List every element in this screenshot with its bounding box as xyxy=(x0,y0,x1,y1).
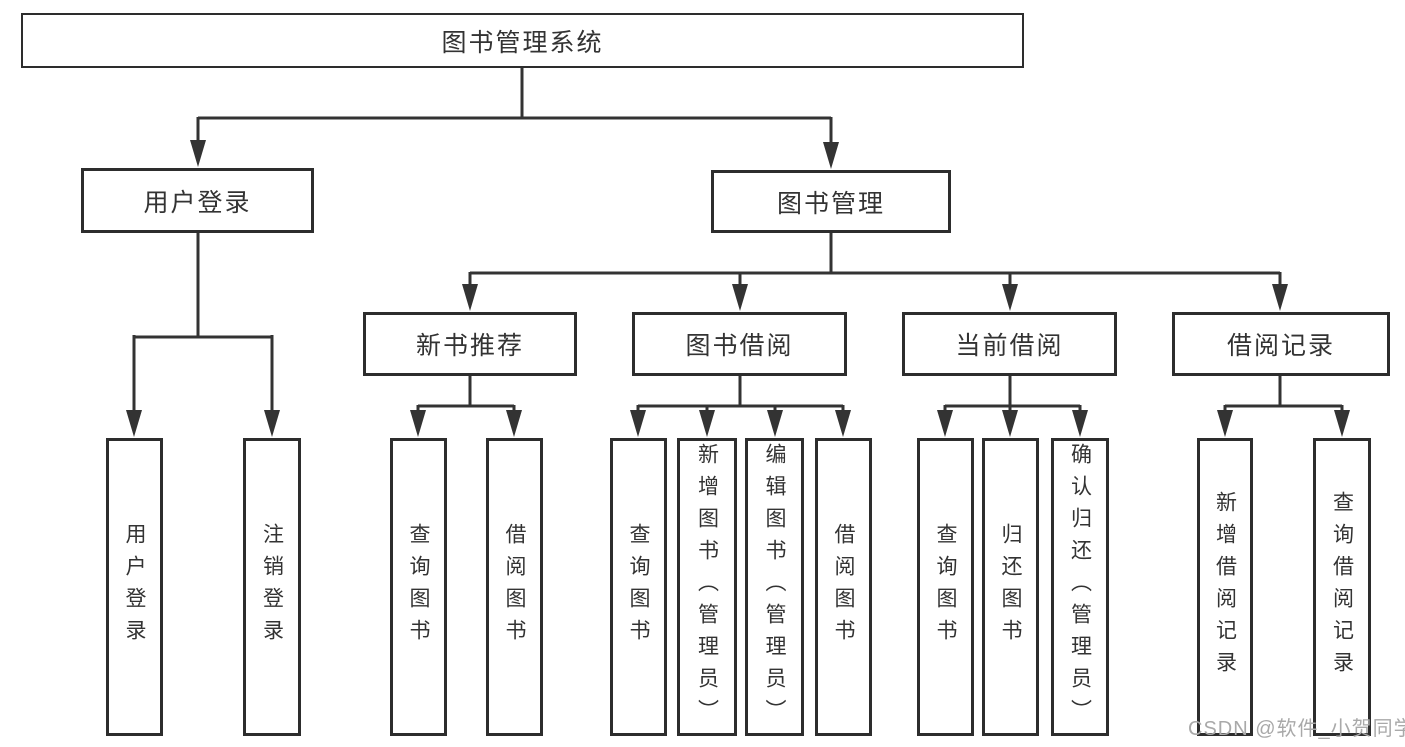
leaf-query-books-recommend: 查询图书 xyxy=(390,438,447,736)
leaf-borrow-books: 借阅图书 xyxy=(815,438,872,736)
leaf-borrow-books-recommend-label: 借阅图书 xyxy=(503,523,526,651)
leaf-user-login: 用户登录 xyxy=(106,438,163,736)
leaf-add-book-admin-label: 新增图书（管理员） xyxy=(695,443,719,731)
branch-user-login-label: 用户登录 xyxy=(143,188,252,217)
leaf-query-books-recommend-label: 查询图书 xyxy=(407,523,430,651)
connector-root-to-level1 xyxy=(190,66,839,169)
leaf-confirm-return-admin-label: 确认归还（管理员） xyxy=(1068,443,1092,731)
group-book-borrow: 图书借阅 xyxy=(632,312,847,376)
leaf-borrow-books-label: 借阅图书 xyxy=(832,523,855,651)
leaf-query-books-borrow: 查询图书 xyxy=(610,438,667,736)
leaf-add-borrow-record: 新增借阅记录 xyxy=(1197,438,1253,736)
group-current-borrow: 当前借阅 xyxy=(902,312,1117,376)
leaf-user-login-label: 用户登录 xyxy=(123,523,146,651)
leaf-borrow-books-recommend: 借阅图书 xyxy=(486,438,543,736)
group-book-borrow-label: 图书借阅 xyxy=(685,332,794,360)
connector-user-login-to-leaves xyxy=(126,231,280,437)
group-borrow-records: 借阅记录 xyxy=(1172,312,1390,376)
leaf-query-books-borrow-label: 查询图书 xyxy=(627,523,650,651)
connector-book-mgmt-to-groups xyxy=(462,231,1288,311)
leaf-edit-book-admin-label: 编辑图书（管理员） xyxy=(763,443,786,731)
leaf-return-books: 归还图书 xyxy=(982,438,1039,736)
root-node-label: 图书管理系统 xyxy=(441,28,604,57)
leaf-confirm-return-admin: 确认归还（管理员） xyxy=(1051,438,1109,736)
leaf-edit-book-admin: 编辑图书（管理员） xyxy=(745,438,804,736)
group-borrow-records-label: 借阅记录 xyxy=(1226,332,1335,360)
leaf-query-books-current: 查询图书 xyxy=(917,438,974,736)
connector-new-book-recommend-to-leaves xyxy=(410,374,522,437)
leaf-logout: 注销登录 xyxy=(243,438,301,736)
leaf-query-borrow-record: 查询借阅记录 xyxy=(1313,438,1371,736)
group-new-book-recommend: 新书推荐 xyxy=(363,312,577,376)
root-node: 图书管理系统 xyxy=(21,13,1024,68)
group-new-book-recommend-label: 新书推荐 xyxy=(415,332,524,360)
leaf-add-book-admin: 新增图书（管理员） xyxy=(677,438,737,736)
leaf-logout-label: 注销登录 xyxy=(260,523,284,651)
branch-book-management-label: 图书管理 xyxy=(776,189,885,218)
leaf-query-books-current-label: 查询图书 xyxy=(934,523,957,651)
leaf-query-borrow-record-label: 查询借阅记录 xyxy=(1330,491,1354,683)
branch-book-management: 图书管理 xyxy=(711,170,951,233)
watermark-text: CSDN @软件_小贺同学 xyxy=(1188,718,1405,740)
connector-book-borrow-to-leaves xyxy=(630,374,851,437)
group-current-borrow-label: 当前借阅 xyxy=(955,332,1064,360)
branch-user-login: 用户登录 xyxy=(81,168,314,233)
leaf-add-borrow-record-label: 新增借阅记录 xyxy=(1213,491,1237,683)
connector-borrow-records-to-leaves xyxy=(1217,374,1350,437)
connector-current-borrow-to-leaves xyxy=(937,374,1088,437)
leaf-return-books-label: 归还图书 xyxy=(999,523,1022,651)
